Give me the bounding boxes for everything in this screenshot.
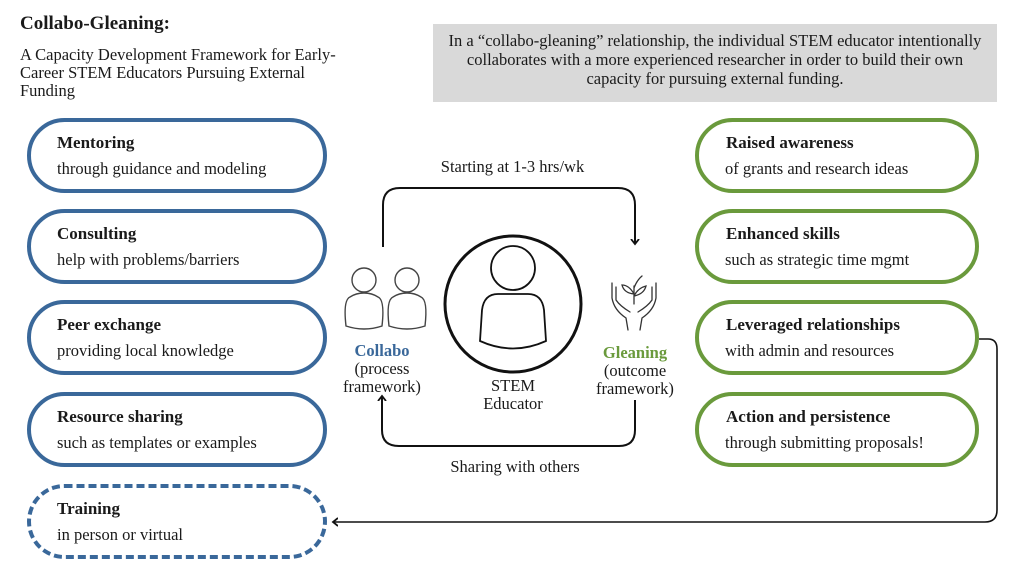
diagram-title: Collabo-Gleaning: <box>20 13 170 34</box>
gleaning-label-block: Gleaning (outcome framework) <box>585 344 685 398</box>
item-desc: with admin and resources <box>725 341 895 360</box>
item-desc: through submitting proposals! <box>725 433 924 452</box>
feedback-arrow <box>333 338 998 522</box>
item-desc: in person or virtual <box>57 525 184 544</box>
top-arrow-label: Starting at 1-3 hrs/wk <box>440 157 585 176</box>
item-title: Leveraged relationships <box>726 315 900 334</box>
diagram-subtitle: A Capacity Development Framework for Ear… <box>20 45 336 100</box>
item-title: Training <box>57 499 120 518</box>
item-desc: through guidance and modeling <box>57 159 267 178</box>
educator-label-block: STEM Educator <box>463 377 563 413</box>
item-desc: providing local knowledge <box>57 341 234 360</box>
item-desc: of grants and research ideas <box>725 159 909 178</box>
hands-plant-icon <box>611 275 657 331</box>
item-title: Resource sharing <box>57 407 183 426</box>
collabo-sub-1: (process <box>354 359 410 378</box>
educator-icon <box>443 234 583 374</box>
bottom-arrow-label: Sharing with others <box>450 457 580 476</box>
process-item-consulting: Consulting help with problems/barriers <box>27 209 327 284</box>
item-title: Consulting <box>57 224 137 243</box>
process-item-resource-sharing: Resource sharing such as templates or ex… <box>27 392 327 467</box>
outcome-item-enhanced-skills: Enhanced skills such as strategic time m… <box>695 209 979 284</box>
process-item-peer-exchange: Peer exchange providing local knowledge <box>27 300 327 375</box>
item-title: Action and persistence <box>726 407 891 426</box>
item-title: Peer exchange <box>57 315 162 334</box>
top-cycle-arrow <box>382 187 635 247</box>
item-title: Mentoring <box>57 133 135 152</box>
collabo-label: Collabo <box>354 341 410 360</box>
item-desc: such as templates or examples <box>57 433 257 452</box>
definition-box: In a “collabo-gleaning” relationship, th… <box>433 24 997 102</box>
item-title: Enhanced skills <box>726 224 840 243</box>
collabo-label-block: Collabo (process framework) <box>332 342 432 396</box>
outcome-item-leveraged-relationships: Leveraged relationships with admin and r… <box>695 300 979 375</box>
gleaning-sub-2: framework) <box>596 379 674 398</box>
process-item-mentoring: Mentoring through guidance and modeling <box>27 118 327 193</box>
outcome-item-raised-awareness: Raised awareness of grants and research … <box>695 118 979 193</box>
item-desc: such as strategic time mgmt <box>725 250 910 269</box>
gleaning-sub-1: (outcome <box>603 361 667 380</box>
collabo-sub-2: framework) <box>343 377 421 396</box>
gleaning-label: Gleaning <box>602 343 668 362</box>
item-desc: help with problems/barriers <box>57 250 240 269</box>
item-title: Raised awareness <box>726 133 854 152</box>
process-item-training: Training in person or virtual <box>27 484 327 559</box>
outcome-item-action-persistence: Action and persistence through submittin… <box>695 392 979 467</box>
educator-label-1: STEM <box>490 376 535 395</box>
bottom-cycle-arrow <box>382 396 636 447</box>
educator-label-2: Educator <box>483 394 543 413</box>
two-people-icon <box>344 267 427 330</box>
